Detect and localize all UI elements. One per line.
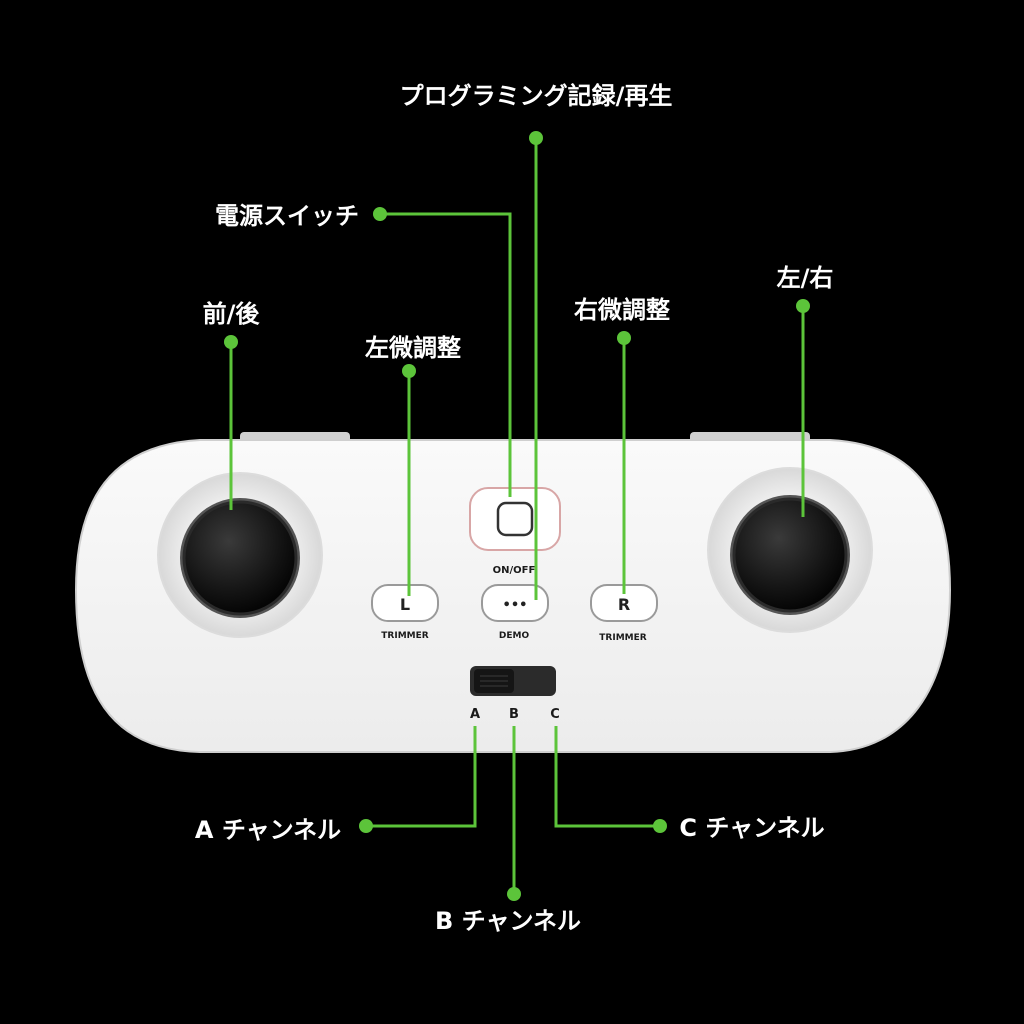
power-callout-label: 電源スイッチ: [215, 202, 359, 230]
channel-a-dot: [359, 819, 373, 833]
channel-letter-a: A: [470, 707, 480, 722]
callout-dots: [224, 131, 810, 901]
right-trim-callout-label: 右微調整: [574, 296, 670, 324]
onoff-label: ON/OFF: [493, 565, 536, 576]
channel-a-leader-line: [366, 726, 477, 828]
left-joystick[interactable]: [157, 472, 323, 638]
channel-slide-switch[interactable]: [470, 666, 556, 696]
left-trimmer-label: TRIMMER: [381, 631, 428, 641]
channel-letter-b: B: [509, 707, 519, 722]
callout-lines: [229, 138, 805, 894]
channel-b-dot: [507, 887, 521, 901]
left-right-callout-label: 左/右: [777, 264, 834, 292]
channel-a-callout-label: A チャンネル: [195, 816, 341, 844]
right-trim-button-label: R: [618, 595, 630, 614]
left-trim-callout-label: 左微調整: [365, 334, 461, 362]
power-button[interactable]: [469, 487, 561, 551]
channel-c-dot: [653, 819, 667, 833]
left-trim-button-label: L: [400, 595, 410, 614]
right-joystick[interactable]: [707, 467, 873, 633]
left-trim-dot: [402, 364, 416, 378]
right-trim-button[interactable]: R: [590, 584, 658, 622]
left-right-dot: [796, 299, 810, 313]
demo-button-label: •••: [503, 598, 528, 613]
channel-c-leader-line: [554, 726, 660, 828]
program-callout-label: プログラミング記録/再生: [400, 82, 673, 110]
channel-b-callout-label: B チャンネル: [435, 907, 581, 935]
fwd-back-callout-label: 前/後: [203, 300, 261, 328]
program-dot: [529, 131, 543, 145]
power-leader-line: [380, 212, 512, 497]
right-trimmer-label: TRIMMER: [599, 633, 646, 643]
left-trim-button[interactable]: L: [371, 584, 439, 622]
power-dot: [373, 207, 387, 221]
demo-label: DEMO: [499, 631, 530, 641]
right-trim-dot: [617, 331, 631, 345]
channel-c-callout-label: C チャンネル: [679, 814, 824, 842]
channel-letter-c: C: [550, 707, 560, 722]
demo-button[interactable]: •••: [481, 584, 549, 622]
fwd-back-dot: [224, 335, 238, 349]
